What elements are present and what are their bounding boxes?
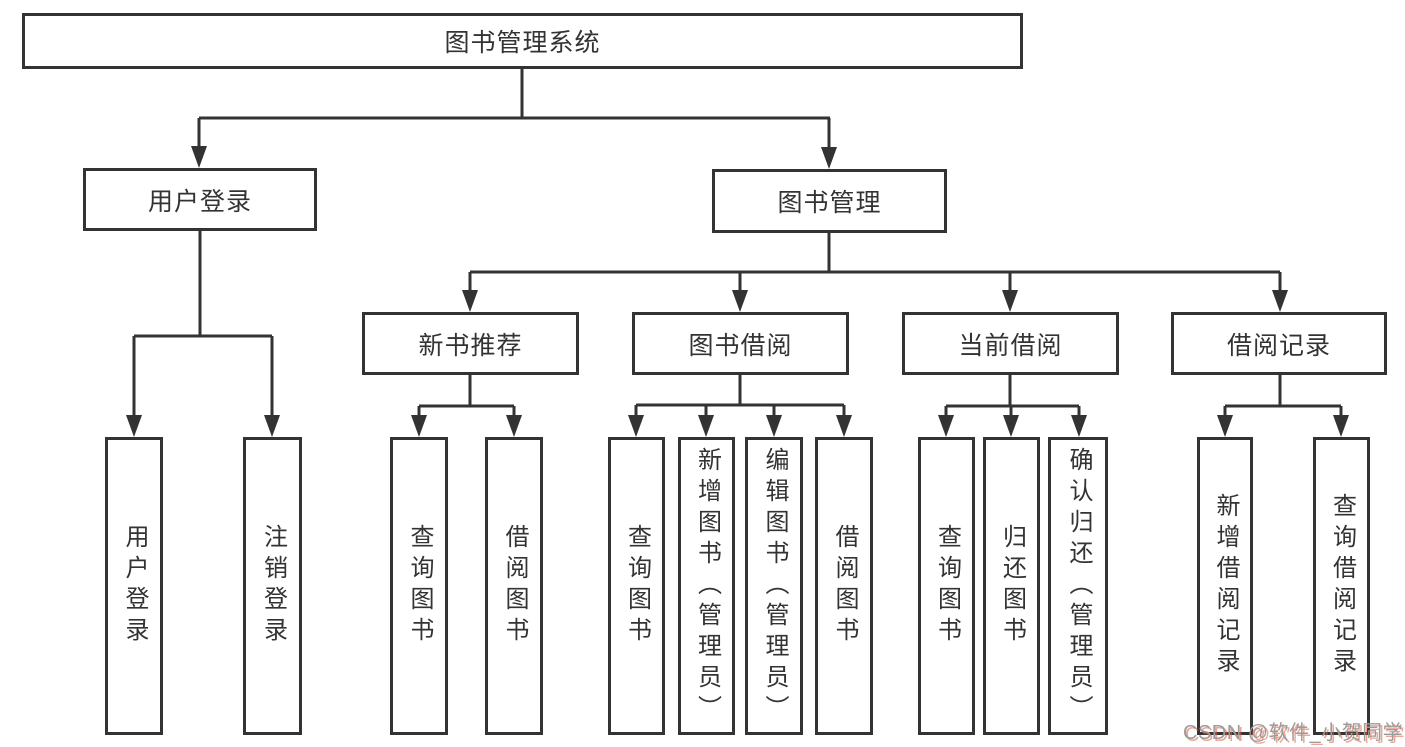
leaf-current-query-books: 查询图书 bbox=[918, 437, 975, 735]
node-book-management: 图书管理 bbox=[712, 169, 947, 233]
leaf-return-books: 归还图书 bbox=[983, 437, 1040, 735]
leaf-query-borrow-record-label: 查询借阅记录 bbox=[1328, 493, 1356, 679]
node-book-management-label: 图书管理 bbox=[777, 189, 882, 217]
node-current-borrowing-label: 当前借阅 bbox=[958, 331, 1063, 360]
connector-arrowheads bbox=[126, 146, 1349, 437]
leaf-borrowing-query-books-label: 查询图书 bbox=[623, 524, 651, 648]
leaf-confirm-return-admin-label: 确认归还（管理员） bbox=[1065, 446, 1092, 726]
node-current-borrowing: 当前借阅 bbox=[902, 312, 1119, 375]
csdn-watermark: CSDN @软件_小贺同学 bbox=[1183, 722, 1404, 744]
leaf-borrowing-query-books: 查询图书 bbox=[608, 437, 665, 735]
node-user-login-label: 用户登录 bbox=[147, 187, 252, 216]
leaf-recommend-borrow-books: 借阅图书 bbox=[485, 437, 543, 735]
leaf-recommend-query-books: 查询图书 bbox=[390, 437, 448, 735]
leaf-edit-books-admin: 编辑图书（管理员） bbox=[745, 437, 803, 735]
connector-lines bbox=[132, 69, 1343, 417]
node-user-login: 用户登录 bbox=[83, 168, 317, 231]
node-book-borrowing: 图书借阅 bbox=[632, 312, 849, 375]
node-borrowing-records-label: 借阅记录 bbox=[1226, 331, 1331, 360]
leaf-return-books-label: 归还图书 bbox=[998, 524, 1026, 648]
leaf-user-login-label: 用户登录 bbox=[121, 524, 148, 648]
node-book-borrowing-label: 图书借阅 bbox=[688, 331, 793, 360]
node-borrowing-records: 借阅记录 bbox=[1171, 312, 1387, 375]
leaf-query-borrow-record: 查询借阅记录 bbox=[1313, 437, 1370, 735]
leaf-user-login: 用户登录 bbox=[105, 437, 163, 735]
leaf-recommend-query-books-label: 查询图书 bbox=[406, 524, 433, 648]
node-root-label: 图书管理系统 bbox=[444, 29, 601, 57]
leaf-logout-label: 注销登录 bbox=[259, 524, 287, 648]
leaf-borrowing-borrow-books-label: 借阅图书 bbox=[831, 524, 858, 648]
leaf-recommend-borrow-books-label: 借阅图书 bbox=[501, 524, 528, 648]
leaf-borrowing-borrow-books: 借阅图书 bbox=[815, 437, 873, 735]
node-root: 图书管理系统 bbox=[22, 13, 1023, 69]
leaf-edit-books-admin-label: 编辑图书（管理员） bbox=[761, 446, 788, 726]
leaf-confirm-return-admin: 确认归还（管理员） bbox=[1048, 437, 1108, 735]
node-new-book-recommend: 新书推荐 bbox=[362, 312, 579, 375]
leaf-add-books-admin-label: 新增图书（管理员） bbox=[693, 446, 721, 726]
leaf-add-books-admin: 新增图书（管理员） bbox=[678, 437, 735, 735]
leaf-current-query-books-label: 查询图书 bbox=[933, 524, 961, 648]
leaf-add-borrow-record-label: 新增借阅记录 bbox=[1212, 493, 1239, 679]
leaf-add-borrow-record: 新增借阅记录 bbox=[1197, 437, 1253, 735]
node-new-book-recommend-label: 新书推荐 bbox=[418, 331, 523, 360]
leaf-logout: 注销登录 bbox=[243, 437, 302, 735]
